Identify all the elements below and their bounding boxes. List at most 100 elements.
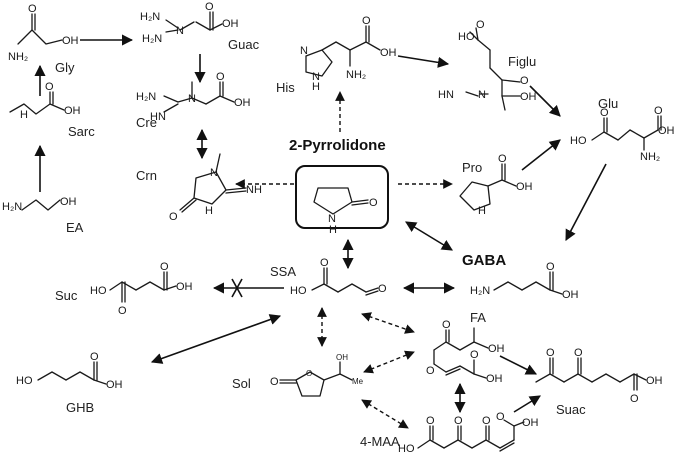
- svg-text:O: O: [270, 376, 279, 388]
- svg-text:H₂N: H₂N: [470, 285, 490, 297]
- svg-text:OH: OH: [486, 373, 503, 385]
- glu-structure: HO O O OH NH₂: [570, 105, 675, 163]
- svg-text:O: O: [28, 3, 37, 15]
- fa-label: FA: [470, 310, 486, 325]
- svg-text:O: O: [546, 261, 555, 273]
- svg-text:O: O: [362, 15, 371, 27]
- svg-text:OH: OH: [222, 18, 239, 30]
- svg-text:Me: Me: [352, 377, 364, 386]
- svg-text:N: N: [176, 25, 184, 37]
- svg-text:O: O: [205, 1, 214, 13]
- fa-structure: O O OH O OH: [426, 319, 505, 385]
- svg-text:H₂N: H₂N: [2, 201, 22, 213]
- svg-text:H₂N: H₂N: [140, 11, 160, 23]
- svg-text:N: N: [188, 93, 196, 105]
- svg-text:OH: OH: [646, 375, 663, 387]
- gaba-label: GABA: [462, 252, 506, 269]
- pro-structure: O OH H: [459, 153, 533, 217]
- svg-text:OH: OH: [520, 91, 537, 103]
- svg-text:OH: OH: [336, 353, 348, 362]
- svg-text:O: O: [546, 347, 555, 359]
- svg-text:H: H: [329, 224, 337, 236]
- svg-text:O: O: [442, 319, 451, 331]
- ssa-structure: HO O O: [290, 257, 387, 297]
- svg-text:NH₂: NH₂: [640, 151, 660, 163]
- svg-text:OH: OH: [176, 281, 193, 293]
- svg-text:O: O: [90, 351, 99, 363]
- svg-text:OH: OH: [60, 196, 77, 208]
- svg-text:OH: OH: [234, 97, 251, 109]
- gly-structure: O OH NH₂: [8, 3, 79, 63]
- svg-text:O: O: [378, 283, 387, 295]
- crn-label: Crn: [136, 168, 157, 183]
- svg-text:HN: HN: [438, 89, 454, 101]
- ghb-label: GHB: [66, 400, 94, 415]
- cre-structure: H₂N HN N O OH: [136, 71, 251, 123]
- maa-label: 4-MAA: [360, 434, 400, 449]
- svg-text:OH: OH: [106, 379, 123, 391]
- svg-text:N: N: [300, 45, 308, 57]
- his-structure: N H N NH₂ O OH: [300, 15, 397, 93]
- svg-text:HN: HN: [150, 111, 166, 123]
- svg-text:NH₂: NH₂: [8, 51, 28, 63]
- svg-text:O: O: [216, 71, 225, 83]
- gly-label: Gly: [55, 60, 75, 75]
- svg-text:H₂N: H₂N: [142, 33, 162, 45]
- svg-text:O: O: [574, 347, 583, 359]
- guac-label: Guac: [228, 37, 260, 52]
- svg-text:O: O: [476, 19, 485, 31]
- svg-text:OH: OH: [562, 289, 579, 301]
- svg-text:O: O: [118, 305, 127, 317]
- reaction-arrows: [34, 34, 607, 429]
- svg-text:HO: HO: [290, 285, 307, 297]
- svg-text:O: O: [369, 197, 378, 209]
- ea-structure: H₂N OH: [2, 196, 77, 213]
- svg-text:OH: OH: [522, 417, 539, 429]
- ghb-structure: HO O OH: [16, 351, 123, 391]
- svg-text:O: O: [45, 81, 54, 93]
- svg-text:H₂N: H₂N: [136, 91, 156, 103]
- svg-text:OH: OH: [62, 35, 79, 47]
- suac-structure: O O OH O: [535, 347, 663, 405]
- suc-structure: HO O O OH: [90, 261, 193, 317]
- svg-text:O: O: [454, 415, 463, 427]
- svg-text:N: N: [328, 213, 336, 225]
- svg-text:H: H: [20, 109, 28, 121]
- sol-label: Sol: [232, 376, 251, 391]
- svg-text:O: O: [320, 257, 329, 269]
- svg-text:O: O: [306, 369, 312, 378]
- svg-text:HO: HO: [16, 375, 33, 387]
- sarc-label: Sarc: [68, 124, 95, 139]
- pyrrolidone-structure: O N H: [295, 165, 389, 236]
- ssa-label: SSA: [270, 264, 296, 279]
- gaba-structure: H₂N O OH: [470, 261, 579, 301]
- svg-text:NH: NH: [246, 184, 262, 196]
- crn-structure: N NH H O: [169, 153, 262, 223]
- his-label: His: [276, 80, 295, 95]
- suac-label: Suac: [556, 402, 586, 417]
- suc-label: Suc: [55, 288, 78, 303]
- svg-text:HO: HO: [570, 135, 587, 147]
- svg-text:O: O: [654, 105, 663, 117]
- svg-text:H: H: [205, 205, 213, 217]
- svg-text:O: O: [520, 75, 529, 87]
- svg-text:HO: HO: [90, 285, 107, 297]
- svg-text:O: O: [169, 211, 178, 223]
- svg-text:N: N: [478, 89, 486, 101]
- svg-text:O: O: [496, 411, 505, 423]
- maa-structure: HO O O O O OH: [398, 411, 539, 455]
- center-label: 2-Pyrrolidone: [289, 137, 386, 154]
- svg-text:H: H: [312, 81, 320, 93]
- svg-text:OH: OH: [516, 181, 533, 193]
- svg-text:H: H: [478, 205, 486, 217]
- svg-text:OH: OH: [380, 47, 397, 59]
- svg-text:OH: OH: [658, 125, 675, 137]
- svg-text:O: O: [482, 415, 491, 427]
- svg-text:O: O: [600, 107, 609, 119]
- svg-text:O: O: [426, 365, 435, 377]
- svg-text:O: O: [426, 415, 435, 427]
- svg-text:HO: HO: [458, 31, 475, 43]
- svg-text:O: O: [498, 153, 507, 165]
- figlu-structure: HO O N HN O OH: [438, 19, 537, 111]
